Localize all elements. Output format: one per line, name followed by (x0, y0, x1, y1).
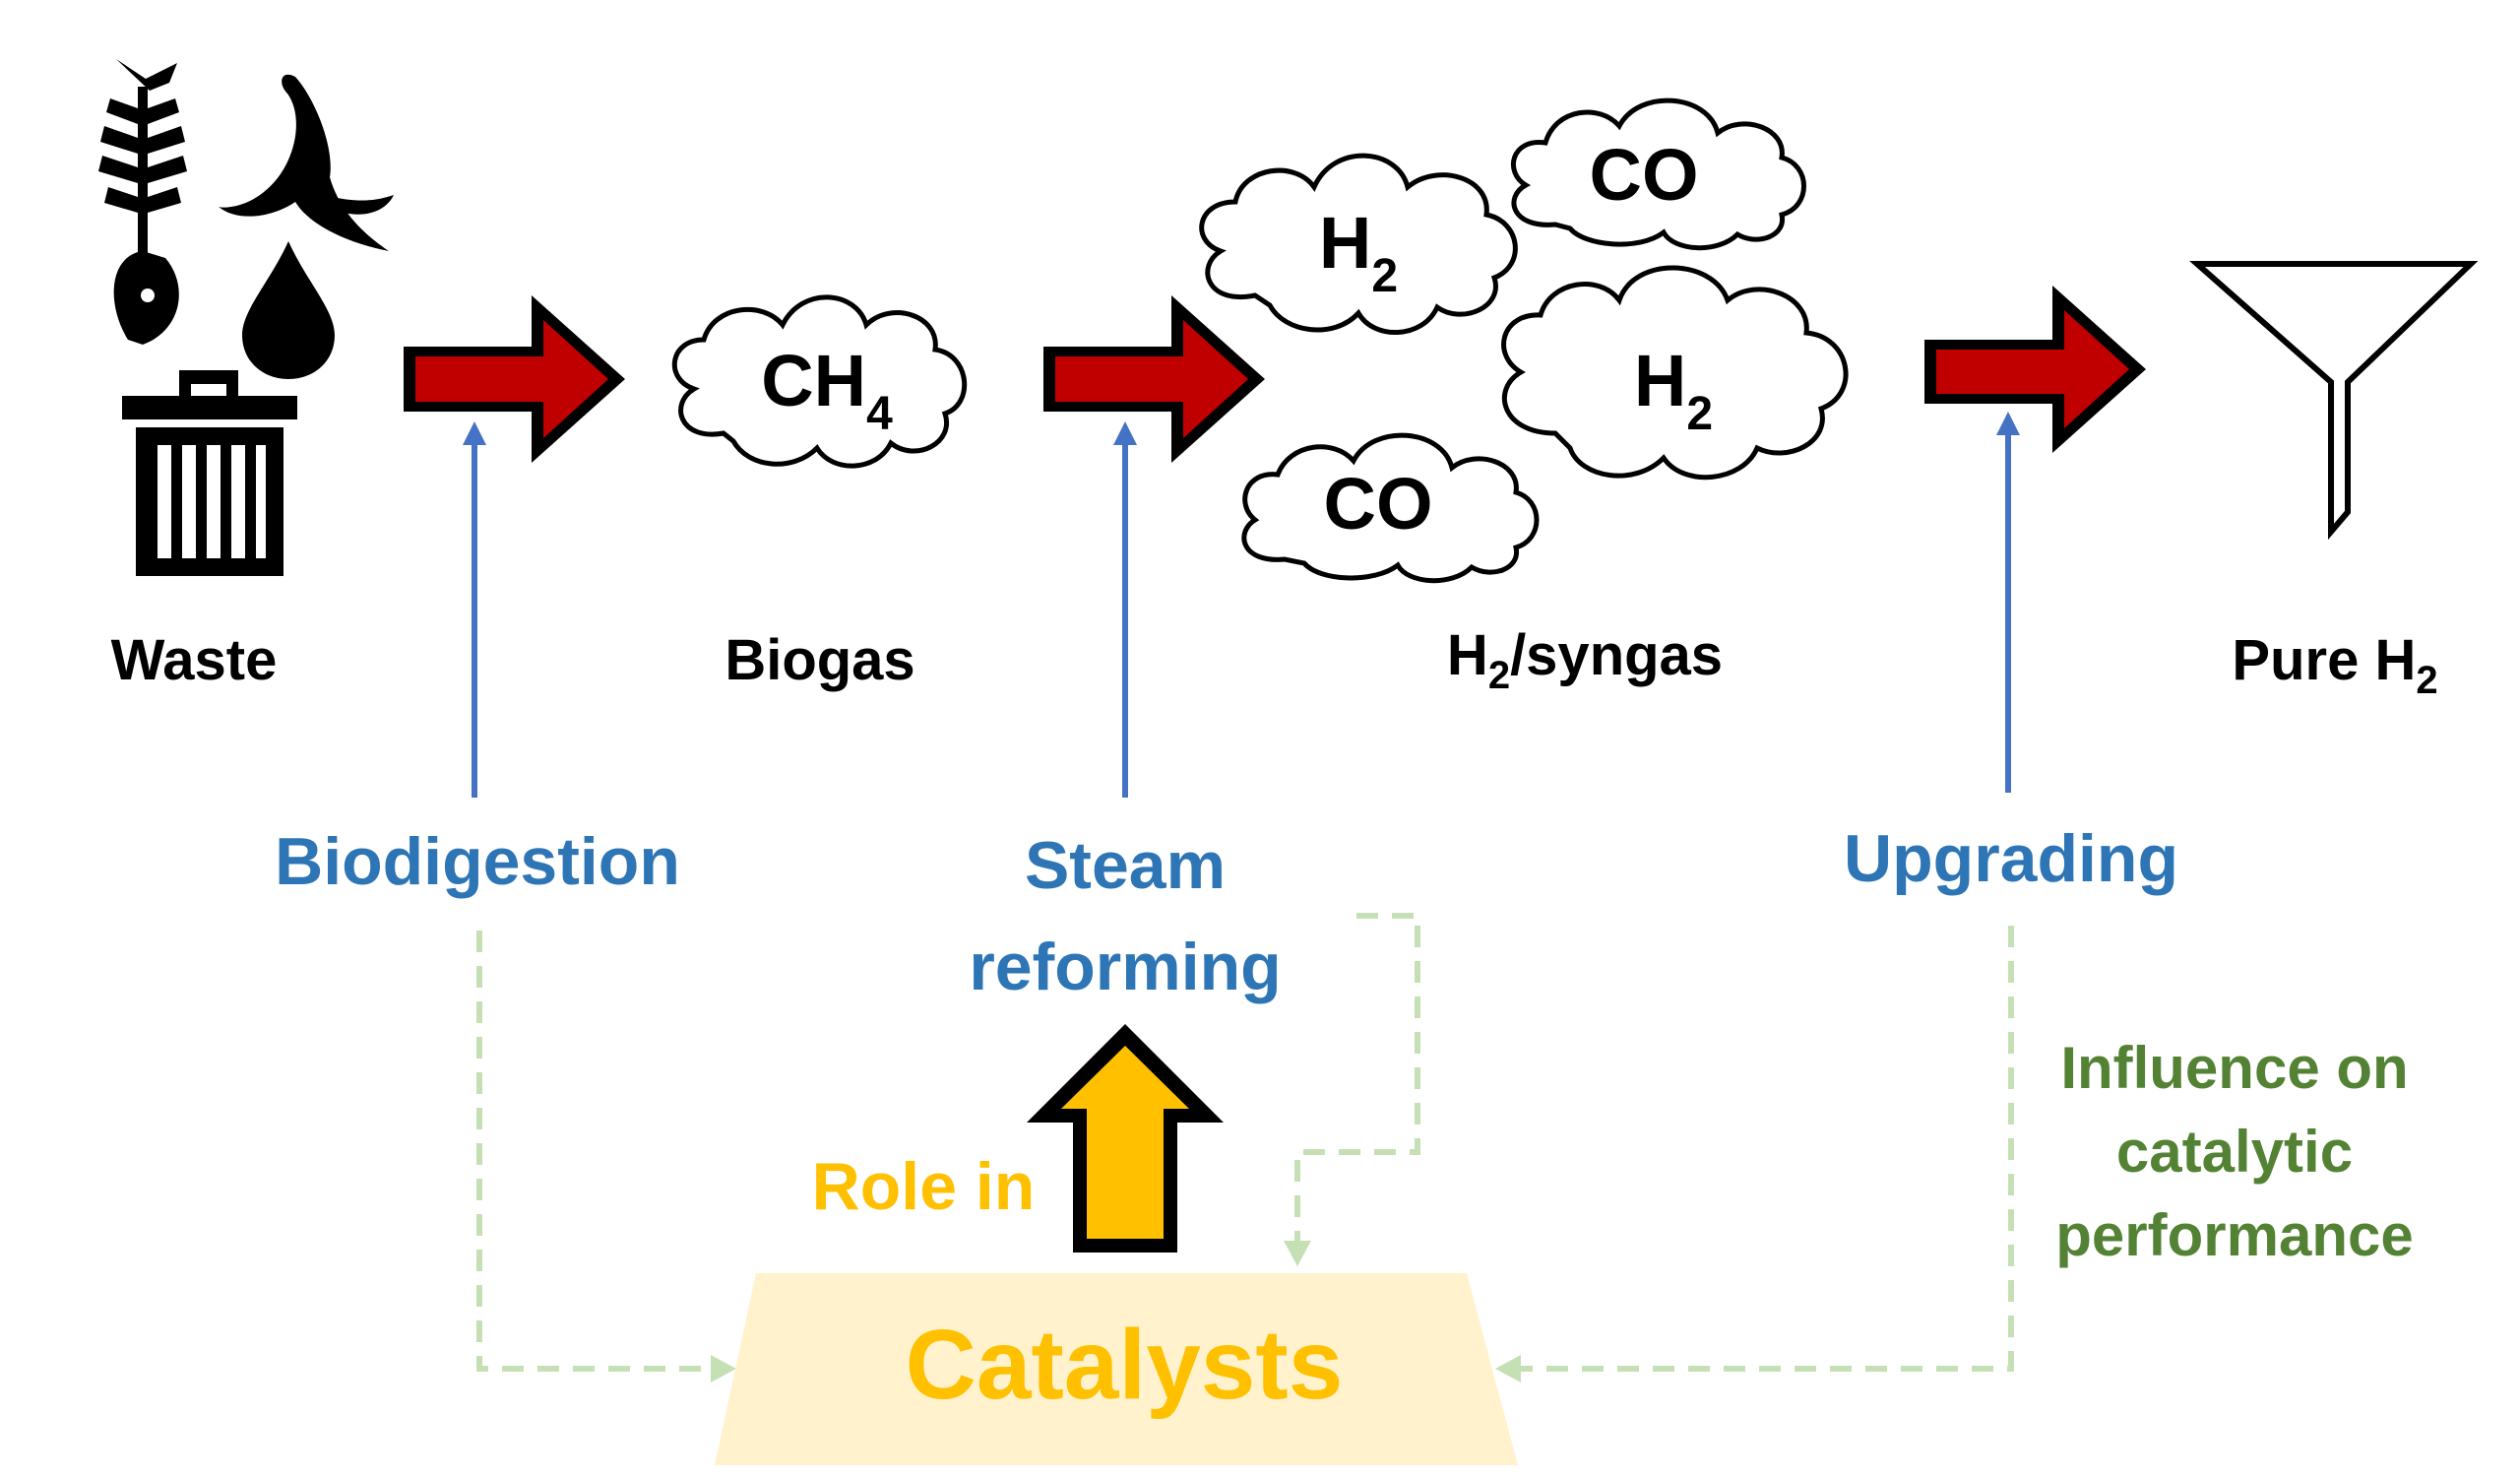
flow-arrow-1 (404, 295, 625, 463)
fish-bone-icon (98, 59, 187, 345)
biogas-label: Biogas (724, 628, 914, 692)
biodigestion-arrow (463, 421, 486, 798)
h2-text-top: H2 (1319, 202, 1398, 302)
h2-text-right: H2 (1634, 340, 1713, 440)
influence-head-left (711, 1355, 736, 1382)
reforming-label: reforming (969, 930, 1281, 1004)
pure-h2-label: Pure H2 (2232, 628, 2437, 702)
influence-head-middle (1284, 1241, 1311, 1266)
banana-peel-icon (219, 74, 394, 252)
influence-line2: catalytic (2116, 1119, 2353, 1185)
funnel-icon (2189, 261, 2479, 541)
role-in-label: Role in (812, 1149, 1036, 1224)
co-cloud-top: CO (1510, 97, 1806, 251)
upgrading-influence-line (1521, 926, 2014, 1372)
syngas-label: H2/syngas (1447, 623, 1723, 697)
ch4-text: CH4 (761, 340, 893, 440)
co-cloud-bottom: CO (1241, 432, 1540, 584)
role-arrow (1027, 1024, 1224, 1253)
influence-head-right (1495, 1355, 1521, 1382)
upgrading-arrow (1996, 412, 2020, 793)
influence-line3: performance (2055, 1202, 2413, 1268)
flow-arrow-2 (1043, 295, 1265, 463)
flow-arrow-3 (1924, 286, 2146, 453)
biodigestion-label: Biodigestion (275, 824, 680, 899)
ch4-cloud: CH4 (671, 294, 968, 469)
catalysts-label: Catalysts (906, 1310, 1344, 1420)
biodigestion-influence-line (476, 931, 709, 1372)
steam-reforming-arrow (1113, 421, 1137, 798)
waste-label: Waste (111, 628, 278, 692)
h2-cloud-right: H2 (1501, 265, 1849, 481)
influence-line1: Influence on (2060, 1035, 2408, 1101)
steam-label: Steam (1025, 828, 1226, 903)
upgrading-label: Upgrading (1844, 821, 2178, 896)
catalysts-box (715, 1273, 1518, 1465)
drop-icon (242, 241, 335, 379)
h2-cloud-top: H2 (1199, 153, 1518, 336)
influence-lines (476, 913, 2014, 1372)
co-text-bottom: CO (1324, 463, 1433, 545)
co-text-top: CO (1590, 134, 1699, 216)
steam-influence-line (1294, 913, 1420, 1246)
trash-can-icon (122, 370, 297, 576)
